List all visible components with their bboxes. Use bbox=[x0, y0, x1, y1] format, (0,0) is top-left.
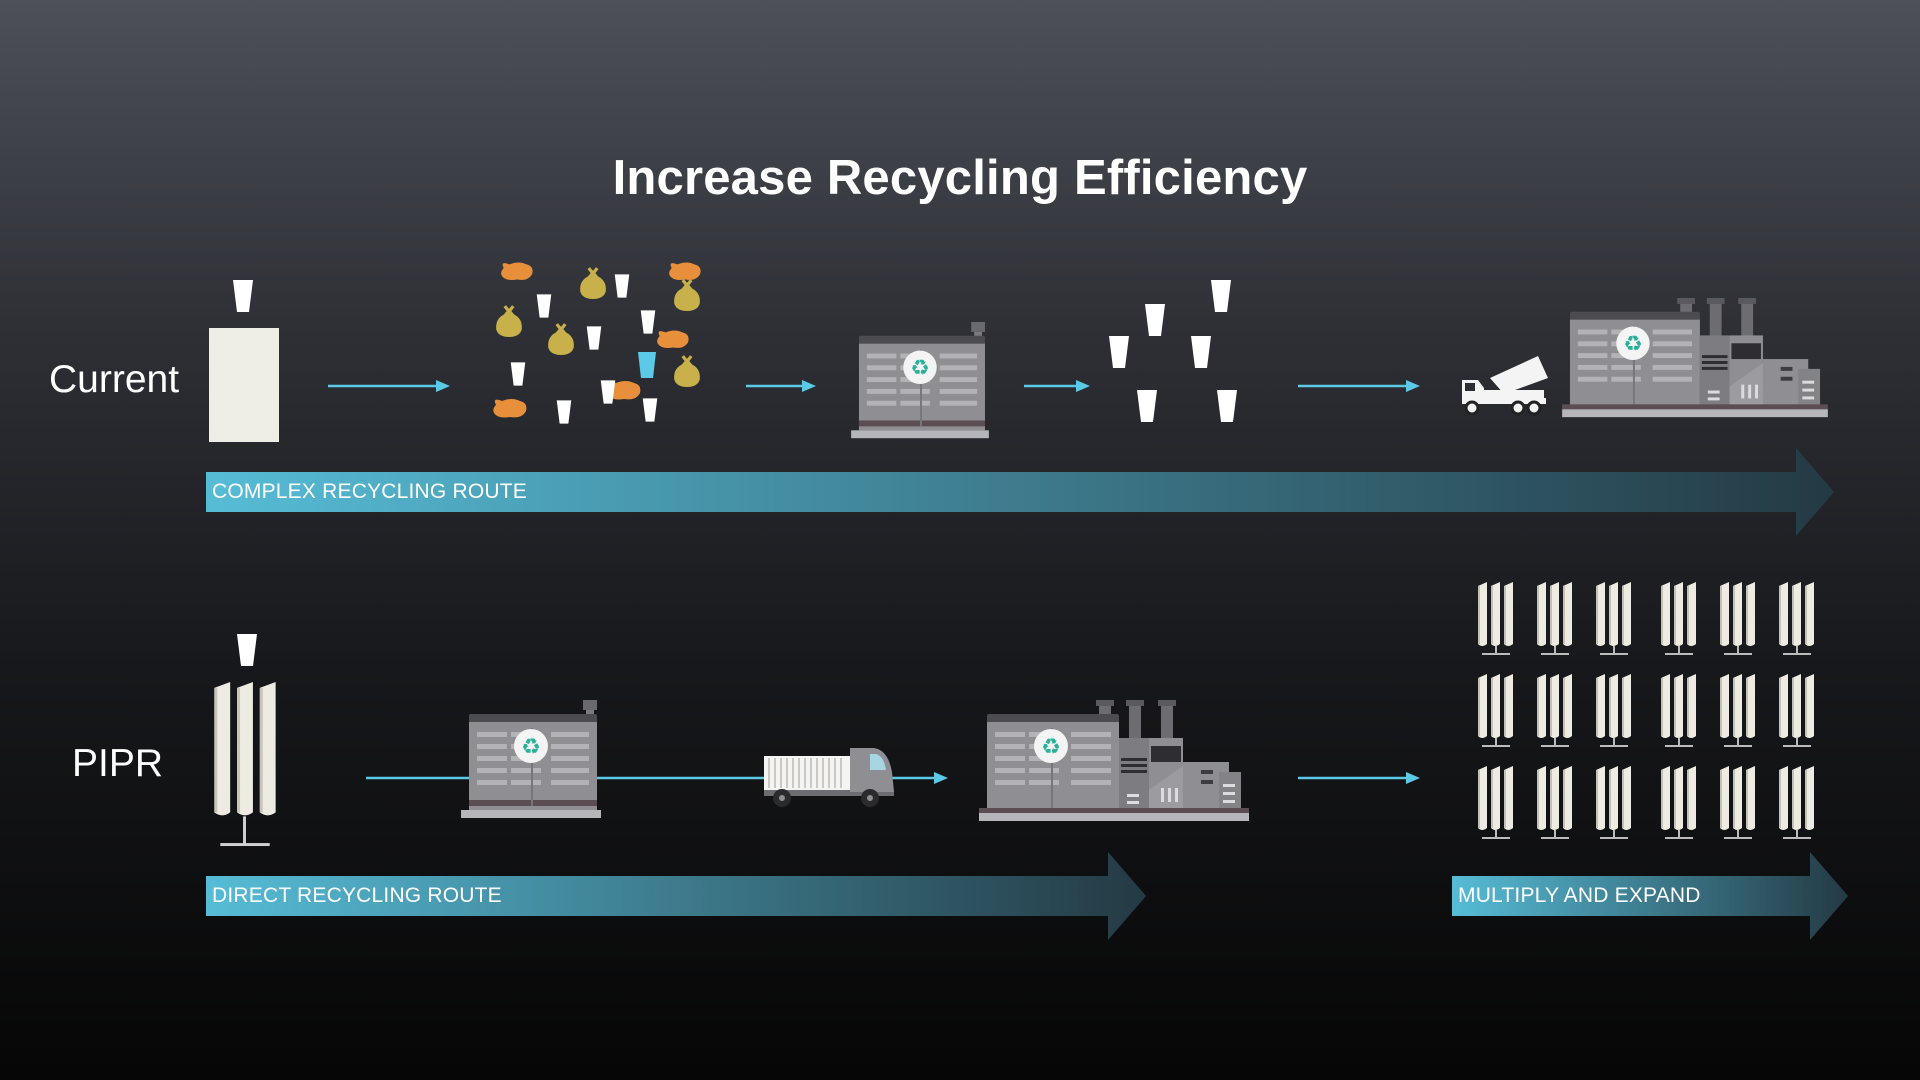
sorting-facility-icon bbox=[461, 700, 601, 818]
recycling-plant-icon bbox=[1562, 298, 1828, 418]
band-label-complex: COMPLEX RECYCLING ROUTE bbox=[212, 480, 527, 503]
pipr-unit-icon bbox=[1720, 582, 1755, 655]
pipr-unit-icon bbox=[1478, 582, 1513, 655]
pipr-unit-icon bbox=[1779, 674, 1814, 747]
pipr-unit-icon bbox=[1537, 766, 1572, 839]
pipr-unit-icon bbox=[1537, 582, 1572, 655]
pipr-unit-icon bbox=[1478, 674, 1513, 747]
row-label-current: Current bbox=[49, 358, 180, 401]
pipr-unit-icon bbox=[1720, 674, 1755, 747]
dump-truck-icon bbox=[1462, 356, 1548, 416]
pipr-unit-icon bbox=[1779, 766, 1814, 839]
mixed-waste-icon bbox=[493, 262, 702, 424]
pipr-unit-icon bbox=[1596, 582, 1631, 655]
flow-arrow bbox=[1298, 772, 1420, 784]
flow-arrow bbox=[1298, 380, 1420, 392]
band-label-direct: DIRECT RECYCLING ROUTE bbox=[212, 884, 502, 907]
band-label-multiply: MULTIPLY AND EXPAND bbox=[1458, 884, 1701, 907]
multiply-expand-band: MULTIPLY AND EXPAND bbox=[1452, 852, 1848, 940]
pipr-unit-icon bbox=[1478, 766, 1513, 839]
direct-route-band: DIRECT RECYCLING ROUTE bbox=[206, 852, 1146, 940]
complex-route-band: COMPLEX RECYCLING ROUTE bbox=[206, 448, 1834, 536]
row-label-pipr: PIPR bbox=[72, 742, 164, 785]
sorting-facility-icon bbox=[851, 322, 989, 439]
pipr-unit-icon bbox=[1661, 766, 1696, 839]
pipr-unit-icon bbox=[1596, 766, 1631, 839]
page-title: Increase Recycling Efficiency bbox=[612, 151, 1308, 205]
pipr-unit-icon bbox=[1596, 674, 1631, 747]
bin-icon bbox=[209, 280, 279, 442]
pipr-unit-icon bbox=[1661, 582, 1696, 655]
pipr-unit-grid bbox=[1478, 582, 1814, 839]
pipr-unit-icon bbox=[1661, 674, 1696, 747]
pipr-unit-icon bbox=[1779, 582, 1814, 655]
sorted-cups-icon bbox=[1109, 280, 1237, 422]
flow-arrow bbox=[328, 380, 450, 392]
pipr-unit-icon bbox=[1720, 766, 1755, 839]
flow-arrow bbox=[1024, 380, 1090, 392]
recycling-plant-icon bbox=[979, 700, 1249, 821]
box-truck-icon bbox=[764, 748, 894, 807]
pipr-unit-icon bbox=[214, 634, 276, 847]
pipr-unit-icon bbox=[1537, 674, 1572, 747]
flow-arrow bbox=[746, 380, 816, 392]
